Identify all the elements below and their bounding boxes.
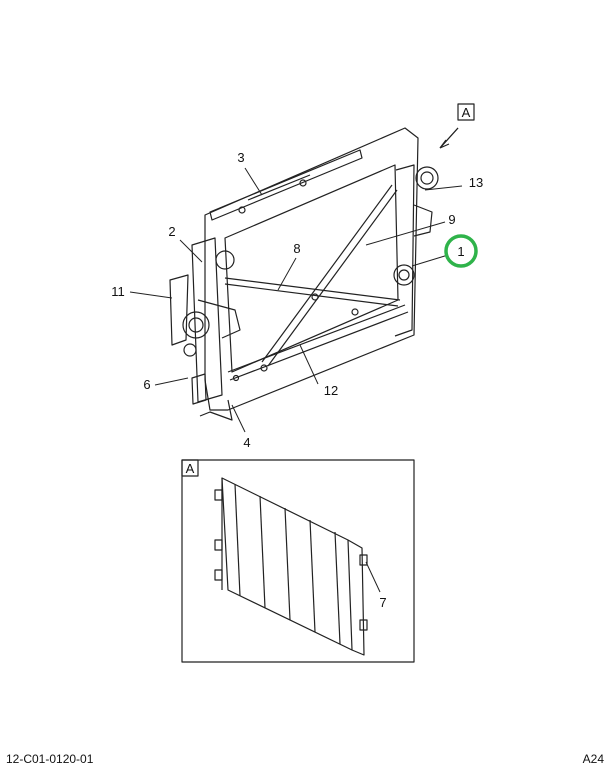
- inset-view-frame: [181, 459, 415, 663]
- callout-6: 6: [143, 377, 150, 392]
- callout-13: 13: [469, 175, 483, 190]
- callout-3: 3: [237, 150, 244, 165]
- callout-11: 11: [111, 284, 125, 299]
- radiator-frame-assembly: [169, 127, 439, 421]
- condenser-drawing: [214, 477, 381, 656]
- leader-lines: [129, 127, 463, 433]
- view-arrow-icon: [439, 127, 459, 149]
- callout-8: 8: [293, 241, 300, 256]
- figure-id: 12-C01-0120-01: [6, 752, 94, 766]
- highlight-ring: [444, 234, 478, 268]
- callout-12: 12: [324, 383, 338, 398]
- view-reference-label: A: [462, 105, 471, 120]
- callout-2: 2: [168, 224, 175, 239]
- callout-1: 1: [457, 244, 464, 259]
- inset-label: A: [186, 461, 195, 476]
- callout-4: 4: [243, 435, 250, 450]
- view-reference-box: [457, 103, 475, 121]
- callout-9: 9: [448, 212, 455, 227]
- callout-7: 7: [379, 595, 386, 610]
- page-code: A24: [582, 752, 604, 766]
